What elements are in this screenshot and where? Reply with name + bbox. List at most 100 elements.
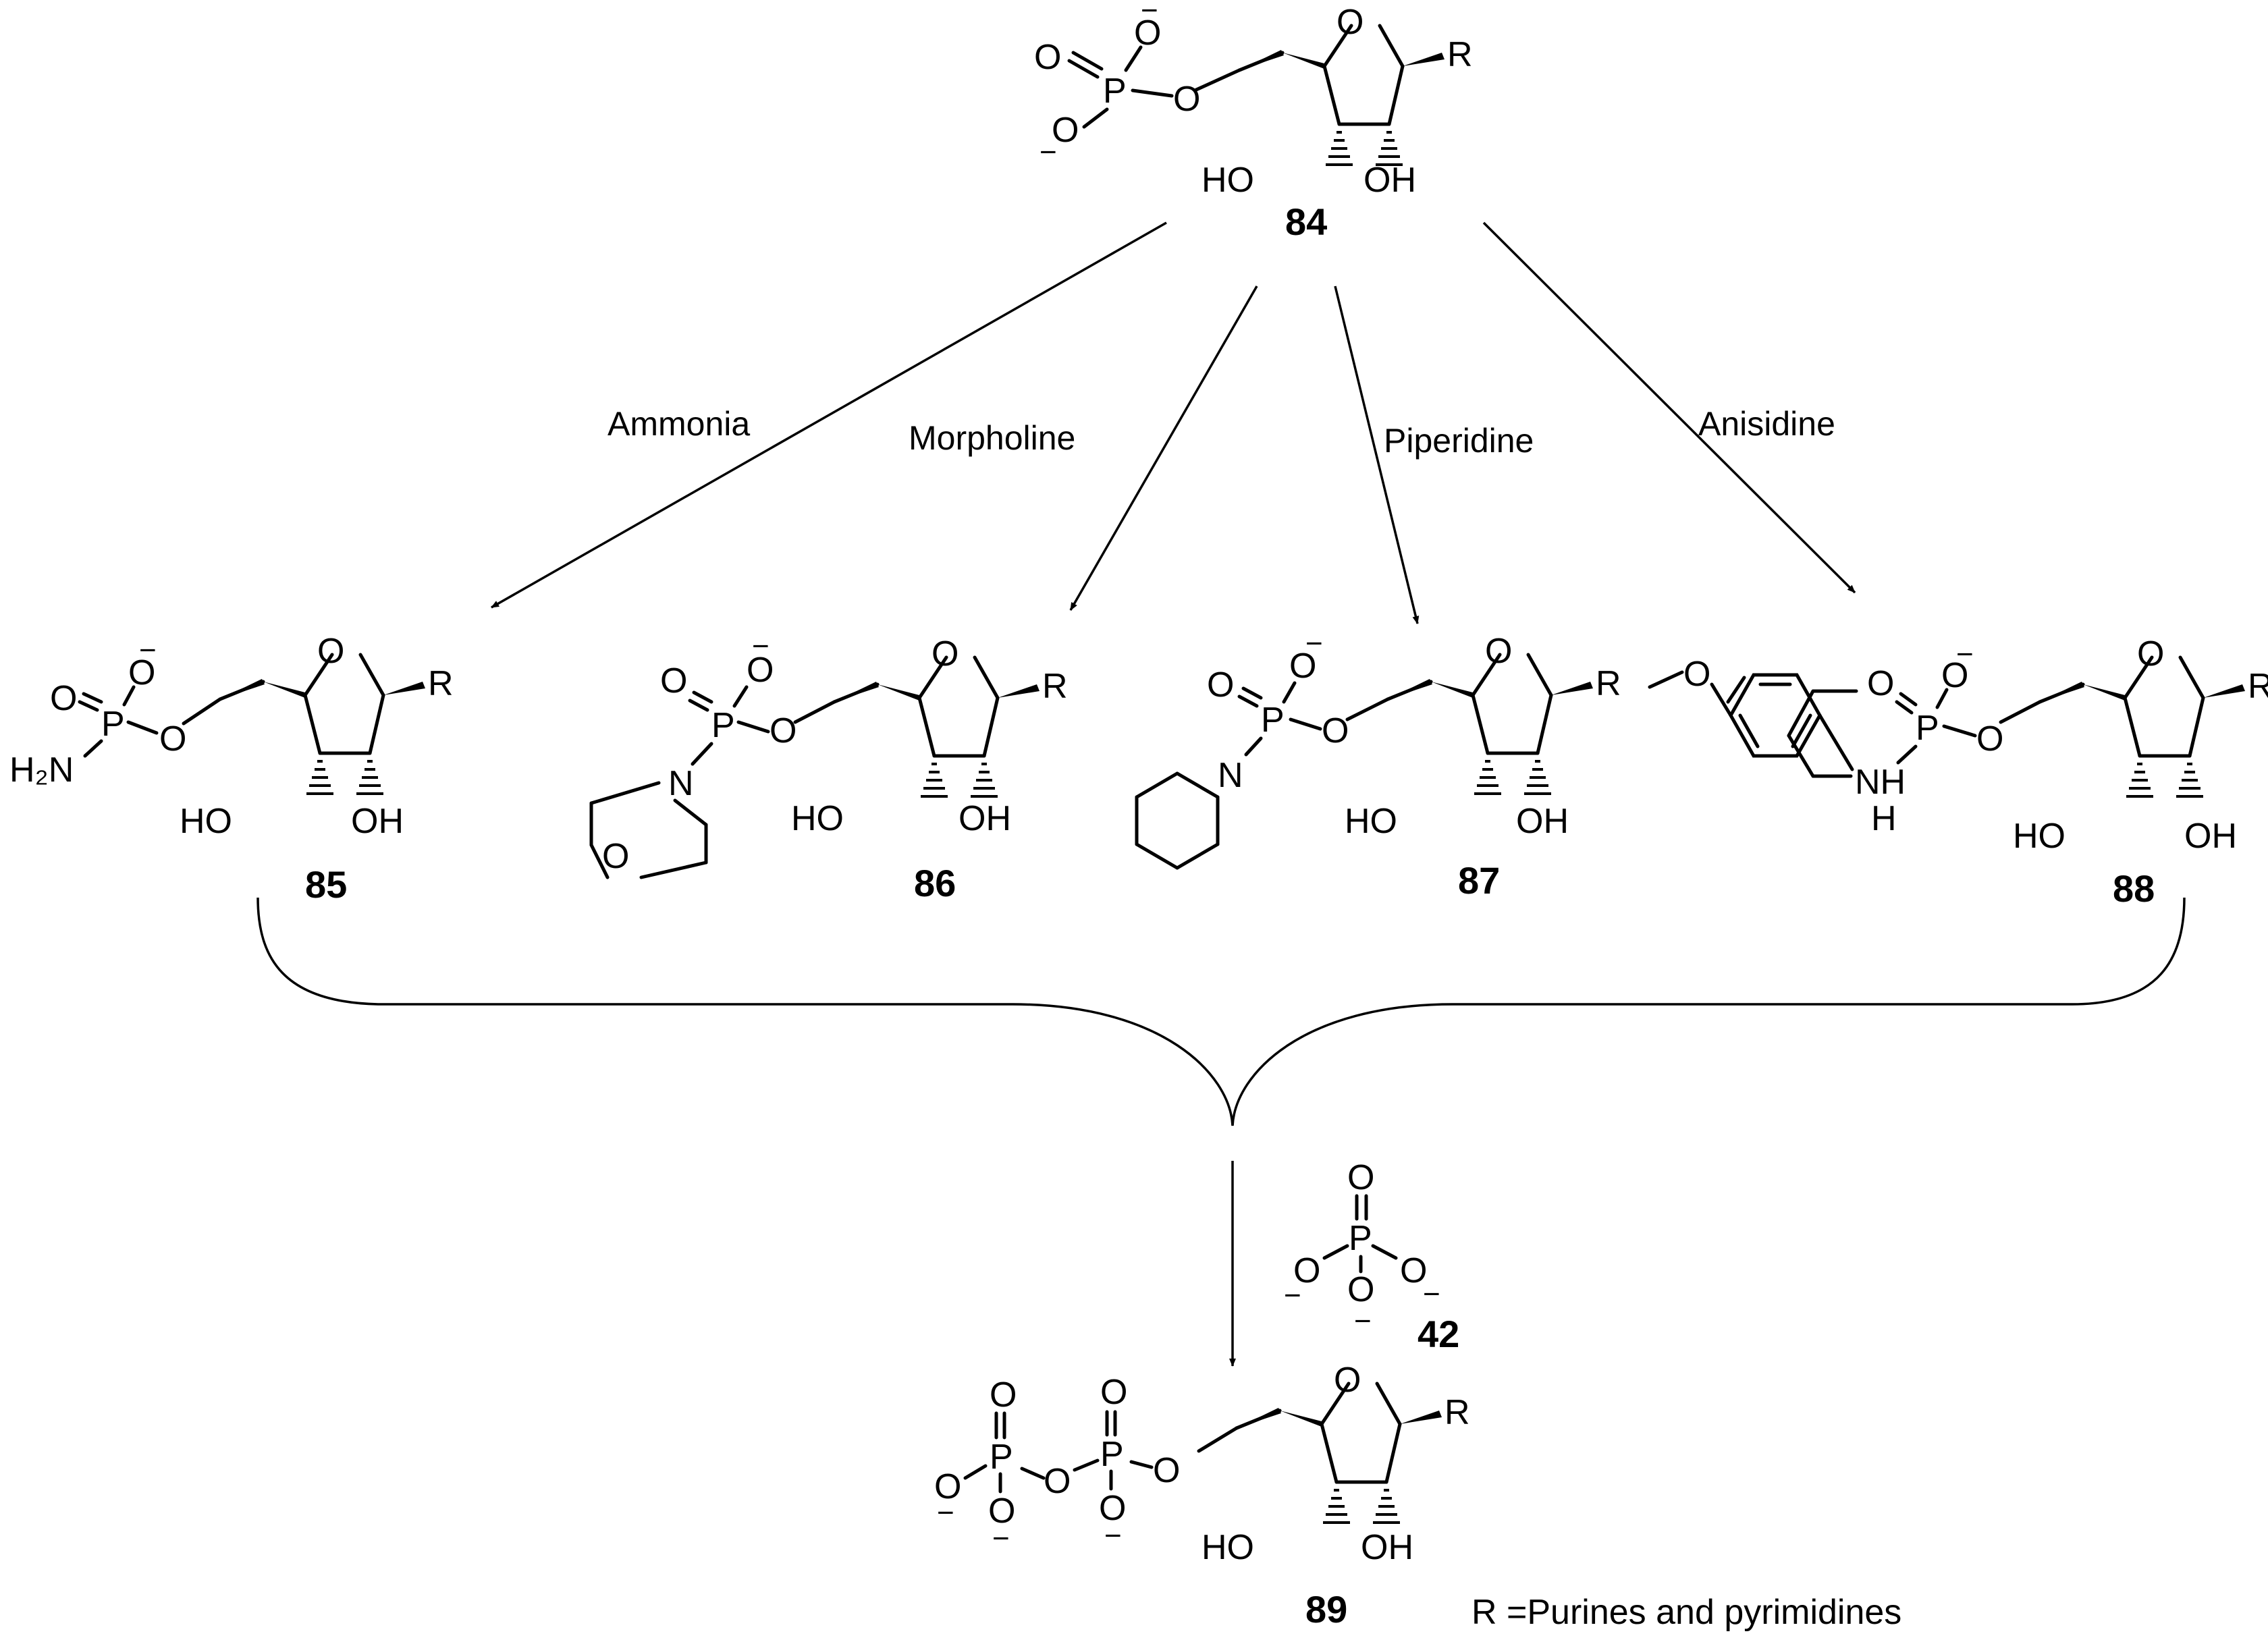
phosphorus: P (1349, 1219, 1372, 1258)
converging-brace (256, 897, 2186, 1126)
oxide-oxygen: O (1289, 647, 1316, 686)
amino-group: H₂N (9, 750, 74, 790)
ring-oxygen: O (317, 632, 344, 671)
oxo-oxygen: O (990, 1375, 1017, 1415)
oxo-oxygen: O (1207, 665, 1234, 705)
compound-number-88: 88 (2113, 867, 2155, 910)
reaction-arrows-top (491, 221, 1856, 624)
oxide-oxygen: O (1400, 1251, 1427, 1290)
oxo-oxygen: O (1034, 38, 1061, 77)
negative-charge: − (1104, 1519, 1122, 1552)
compound-87: O R HO OH (1345, 632, 1621, 841)
oxo-oxygen: O (1867, 664, 1894, 703)
compound-number-85: 85 (305, 863, 347, 906)
phosphate-84: O P O O − O − (1034, 0, 1241, 169)
oxide-oxygen: O (128, 653, 155, 692)
morpholine-nitrogen: N (668, 764, 694, 803)
piperidine-nitrogen: N (1218, 756, 1243, 795)
hydroxyl-label: OH (351, 802, 404, 841)
negative-charge: − (1956, 638, 1974, 671)
r-group-label: R (428, 664, 454, 703)
phosphorus: P (711, 706, 735, 745)
hydroxyl-label: OH (1364, 161, 1416, 200)
compound-number-87: 87 (1458, 859, 1500, 902)
bridging-oxygen: O (1044, 1462, 1071, 1501)
oxide-oxygen: O (747, 651, 774, 690)
reagent-ammonia: Ammonia (608, 405, 750, 443)
oxide-oxygen: O (1347, 1270, 1374, 1309)
ring-oxygen: O (1336, 3, 1364, 42)
phosphoramidate-85: O P O O − H₂N (9, 634, 222, 790)
ester-oxygen: O (159, 719, 186, 759)
r-group-footnote: R =Purines and pyrimidines (1472, 1593, 1901, 1632)
hydroxyl-label: HO (1345, 802, 1397, 841)
hydroxyl-label: OH (959, 799, 1011, 838)
hydroxyl-label: HO (2013, 817, 2066, 856)
negative-charge: − (139, 634, 157, 667)
reagent-morpholine: Morpholine (909, 419, 1075, 457)
hydroxyl-label: OH (2184, 817, 2237, 856)
compound-number-42: 42 (1418, 1313, 1459, 1355)
phosphate-42: O P O − O − O − (1284, 1158, 1440, 1338)
hydroxyl-label: HO (180, 802, 232, 841)
phosphorus: P (1100, 1435, 1124, 1474)
r-group-label: R (1447, 35, 1473, 74)
oxo-oxygen: O (1347, 1158, 1374, 1197)
phosphorus: P (1103, 72, 1127, 111)
ester-oxygen: O (1153, 1451, 1180, 1490)
oxo-oxygen: O (50, 679, 77, 718)
ester-oxygen: O (1322, 711, 1349, 750)
ester-oxygen: O (1976, 719, 2003, 759)
negative-charge: − (1305, 627, 1323, 660)
diphosphate-89: O P O O − O P O O − O − (934, 1373, 1239, 1555)
hydroxyl-label: HO (1202, 161, 1254, 200)
r-group-label: R (1596, 664, 1621, 703)
compound-89: O R HO OH (1202, 1361, 1470, 1567)
compound-number-89: 89 (1305, 1588, 1347, 1631)
negative-charge: − (1141, 0, 1158, 27)
negative-charge: − (992, 1522, 1010, 1555)
negative-charge: − (1354, 1305, 1372, 1338)
compound-88: O R HO OH (2013, 634, 2268, 856)
ester-oxygen: O (770, 711, 796, 750)
r-group-label: R (2248, 667, 2268, 706)
reagent-piperidine: Piperidine (1384, 422, 1534, 460)
negative-charge: − (752, 630, 770, 663)
hydroxyl-label: OH (1516, 802, 1569, 841)
oxide-oxygen: O (988, 1492, 1015, 1531)
negative-charge: − (937, 1496, 954, 1529)
compound-86: O R HO OH (791, 634, 1068, 838)
reagent-anisidine: Anisidine (1698, 405, 1835, 443)
ring-oxygen: O (932, 634, 959, 674)
phosphorus: P (101, 705, 125, 744)
ester-oxygen: O (1173, 80, 1200, 119)
hydroxyl-label: HO (791, 799, 844, 838)
hydroxyl-label: OH (1361, 1528, 1413, 1567)
compound-number-84: 84 (1285, 200, 1327, 243)
compound-84: O R HO OH (1202, 3, 1473, 200)
compound-number-86: 86 (914, 862, 956, 904)
oxide-oxygen: O (1134, 13, 1161, 53)
oxide-oxygen: O (1052, 111, 1079, 150)
oxide-oxygen: O (1941, 656, 1968, 695)
oxo-oxygen: O (1100, 1373, 1127, 1412)
phosphorus: P (1261, 701, 1285, 740)
methoxy-oxygen: O (1683, 655, 1710, 694)
negative-charge: − (1284, 1279, 1301, 1312)
oxide-oxygen: O (1293, 1251, 1320, 1290)
r-group-label: R (1444, 1393, 1470, 1432)
oxide-oxygen: O (934, 1467, 961, 1506)
negative-charge: − (1423, 1278, 1440, 1311)
negative-charge: − (1040, 136, 1057, 169)
phosphorus: P (990, 1438, 1013, 1477)
amide-hydrogen: H (1871, 799, 1897, 838)
morpholine-oxygen: O (602, 837, 629, 876)
piperidine-phosphoramidate-87: O P O O − N (1137, 627, 1390, 868)
morpholine-phosphoramidate-86: O P O O − N O (589, 630, 836, 879)
oxo-oxygen: O (660, 661, 687, 701)
phosphorus: P (1916, 709, 1939, 748)
oxide-oxygen: O (1099, 1489, 1126, 1528)
compound-85: O R HO OH (180, 632, 454, 841)
r-group-label: R (1042, 667, 1068, 706)
